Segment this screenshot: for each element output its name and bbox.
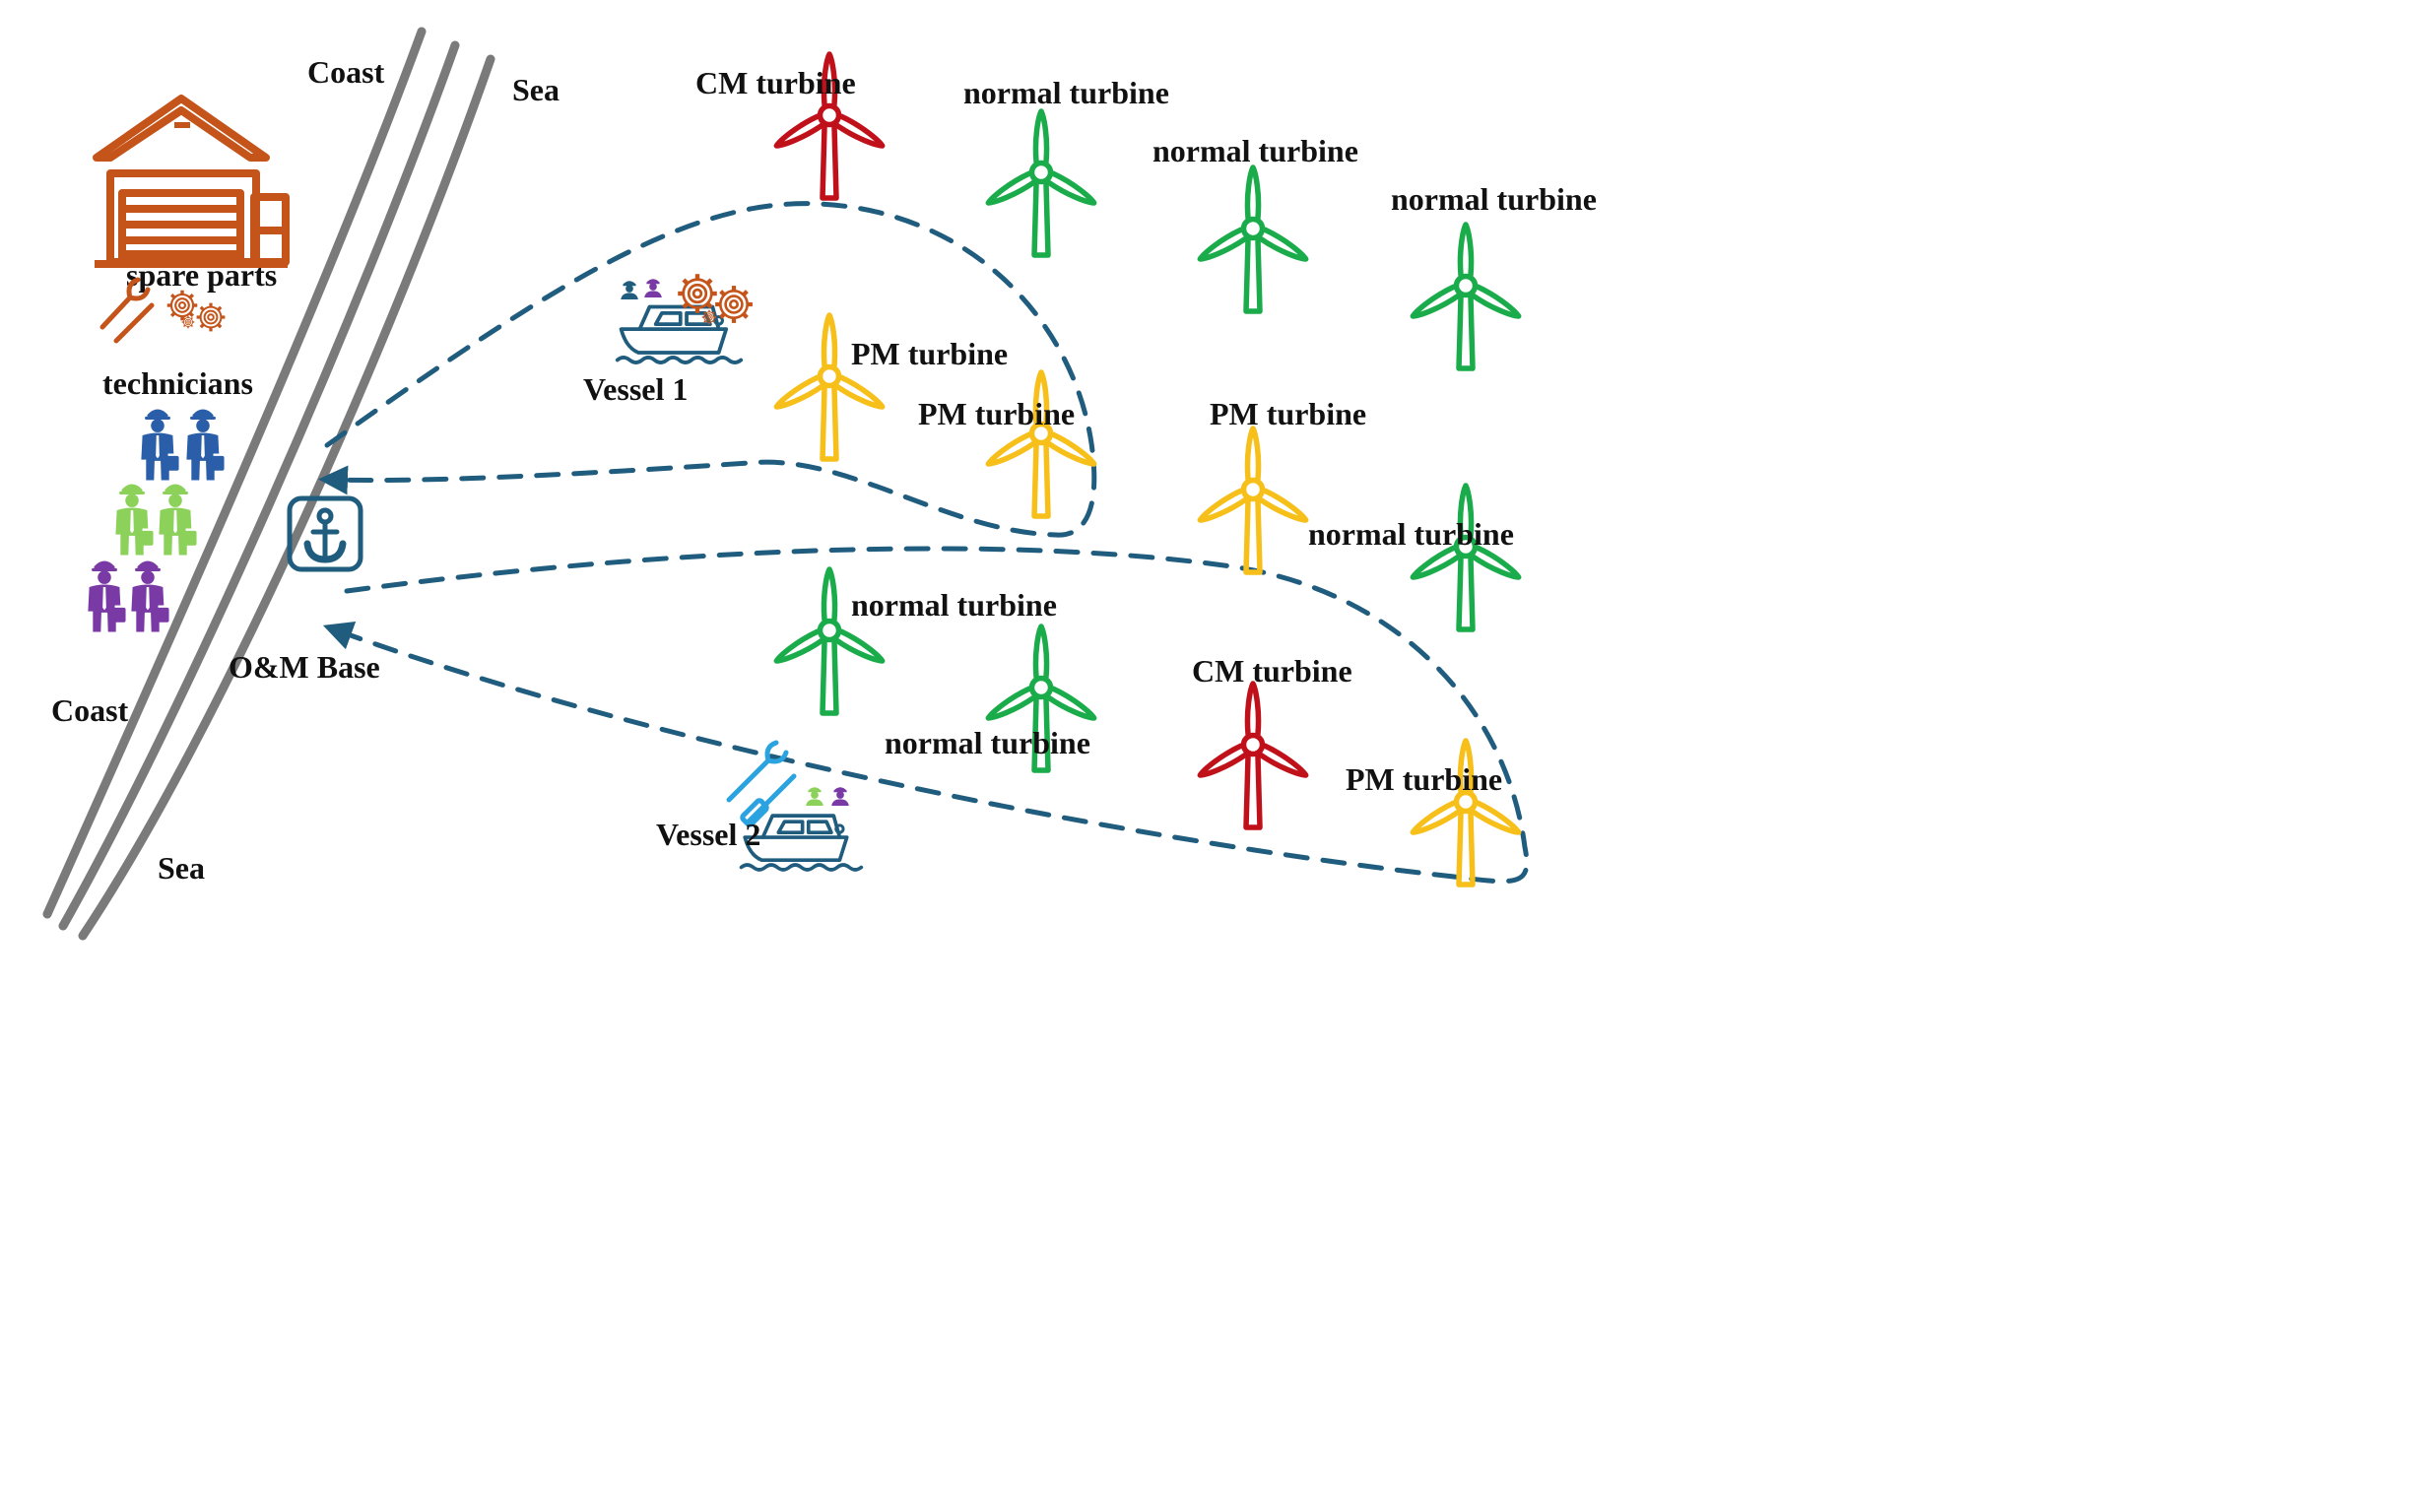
wind-turbine-icon [1198,428,1309,572]
technician-icon [159,484,197,556]
coast-label-bottom: Coast [51,692,129,728]
vessel-2-label: Vessel 2 [656,817,760,852]
turbine-field: CM turbine normal turbine normal turbine no… [695,54,1597,885]
turbine-3: normal turbine [1152,133,1358,311]
turbine-label: normal turbine [963,75,1169,110]
turbine-label: normal turbine [851,587,1057,623]
wind-turbine-icon [1198,684,1309,827]
turbine-label: PM turbine [1210,396,1366,431]
crew-icon [806,787,823,806]
wind-turbine-icon [1198,167,1309,311]
gear-icon [715,286,753,323]
turbine-4: normal turbine [1391,181,1597,368]
crew-icon [644,279,662,297]
turbine-label: CM turbine [695,65,856,100]
wrench-icon [99,277,155,344]
wrench-icon [726,740,789,803]
crew-icon [621,281,638,299]
vessel-1 [615,274,753,364]
vessel-2 [726,740,864,872]
turbine-label: PM turbine [918,396,1075,431]
sea-label-bottom: Sea [158,850,205,886]
sea-label-top: Sea [512,72,560,107]
turbine-11: CM turbine [1192,653,1352,827]
gear-icon [700,308,718,326]
coast-label-top: Coast [307,54,385,90]
gear-icon [165,289,200,322]
technician-icon [115,484,154,556]
wind-turbine-icon [986,111,1097,255]
turbine-label: normal turbine [885,725,1090,760]
wind-turbine-icon [1411,225,1522,368]
route-2 [322,546,1530,885]
route-1-outbound [318,201,1097,538]
coastline [42,27,495,941]
technician-icon [88,560,126,632]
turbine-12: PM turbine [1346,741,1521,885]
warehouse-icon [93,95,290,268]
turbine-label: PM turbine [851,336,1008,371]
turbine-9: normal turbine [774,569,1057,713]
gear-icon [180,315,196,329]
turbine-1: CM turbine [695,54,885,198]
turbine-2: normal turbine [963,75,1169,255]
turbine-label: normal turbine [1308,516,1514,552]
screwdriver-icon [740,773,797,827]
wind-turbine-icon [1411,486,1522,629]
technician-icon [131,560,169,632]
turbine-10: normal turbine [885,626,1096,770]
turbine-label: normal turbine [1391,181,1597,217]
gear-icon [195,301,227,333]
turbine-7: PM turbine [1198,396,1366,572]
om-base-label: O&M Base [229,649,380,685]
turbine-label: CM turbine [1192,653,1352,689]
vessel-routes [318,201,1530,885]
technician-icon [141,409,179,481]
turbine-5: PM turbine [774,315,1008,459]
gear-icon [678,274,717,313]
turbine-label: PM turbine [1346,761,1502,797]
technician-icon [186,409,225,481]
turbine-label: normal turbine [1152,133,1358,168]
turbine-6: PM turbine [918,372,1096,516]
anchor-icon [287,495,363,572]
spare-parts-label: spare parts [126,257,277,293]
vessel-1-label: Vessel 1 [583,371,688,407]
crew-icon [831,787,849,806]
turbine-8: normal turbine [1308,486,1521,629]
technicians-label: technicians [102,365,253,401]
